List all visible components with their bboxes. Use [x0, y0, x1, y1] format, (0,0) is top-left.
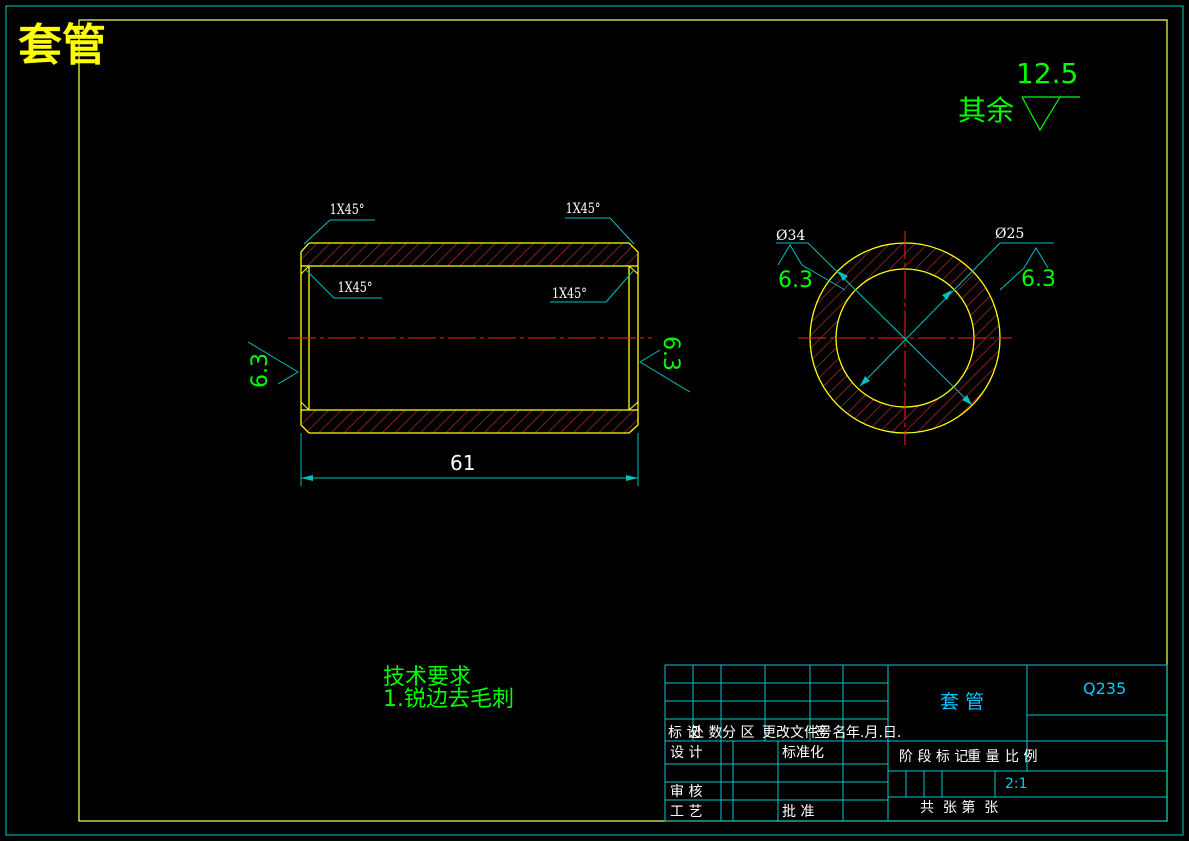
header-zone: 分 区 — [722, 725, 754, 741]
chamfer-label-top-right: 1X45° — [566, 200, 601, 217]
length-dimension: 61 — [450, 451, 475, 475]
chamfer-label-inner-left: 1X45° — [338, 279, 373, 296]
section-left-roughness: 6.3 — [778, 268, 813, 293]
approve-label: 批 准 — [782, 804, 814, 820]
standardize-label: 标准化 — [782, 745, 824, 761]
roughness-value: 12.5 — [1016, 57, 1078, 90]
title-block-text: 套 管 Q235 标 记 处 数 分 区 更改文件号 签 名 年.月.日. 设 … — [668, 679, 1126, 820]
scale-label: 比 例 — [1005, 749, 1037, 765]
weight-label: 重 量 — [967, 749, 999, 765]
header-mark: 标 记 — [668, 725, 700, 741]
title-block-part-name: 套 管 — [940, 691, 984, 713]
stage-mark-label: 阶 段 标 记 — [899, 749, 968, 765]
scale-value: 2:1 — [1005, 776, 1028, 792]
upper-wall-hatch — [301, 243, 638, 266]
section-view: Ø34 Ø25 6.3 6.3 — [776, 226, 1056, 445]
header-date: 年.月.日. — [846, 725, 901, 741]
section-right-roughness: 6.3 — [1021, 267, 1056, 292]
title-block-material: Q235 — [1083, 679, 1126, 698]
sheets-label: 共 张 第 张 — [920, 799, 998, 816]
chamfer-label-top-left: 1X45° — [330, 201, 365, 218]
drawing-frame — [78, 19, 1168, 822]
outer-diameter-label: Ø34 — [776, 228, 805, 244]
roughness-symbol — [1021, 96, 1062, 132]
sheet-border — [5, 5, 1184, 836]
chamfer-label-inner-right: 1X45° — [552, 285, 587, 302]
header-change-doc: 更改文件号 — [762, 725, 832, 741]
side-outline — [300, 242, 639, 434]
review-label: 审 核 — [670, 784, 702, 800]
roughness-label: 其余 — [958, 94, 1014, 127]
side-right-roughness: 6.3 — [658, 336, 683, 371]
tech-requirements: 技术要求 1.锐边去毛刺 — [383, 665, 514, 712]
design-label: 设 计 — [670, 745, 702, 761]
title-block — [664, 664, 1168, 822]
side-left-roughness: 6.3 — [248, 353, 273, 388]
tech-requirements-heading: 技术要求 — [383, 665, 471, 690]
tech-requirement-item: 1.锐边去毛刺 — [383, 687, 514, 712]
general-roughness: 12.5 其余 — [958, 57, 1080, 132]
process-label: 工 艺 — [670, 804, 702, 820]
drawing-title: 套管 — [18, 20, 106, 71]
header-count: 处 数 — [690, 725, 722, 741]
inner-diameter-label: Ø25 — [995, 226, 1024, 242]
lower-wall-hatch — [301, 410, 638, 433]
side-view: 1X45° 1X45° 1X45° 1X45° 6.3 6.3 61 — [247, 200, 691, 486]
header-signature: 签 名 — [814, 724, 846, 741]
